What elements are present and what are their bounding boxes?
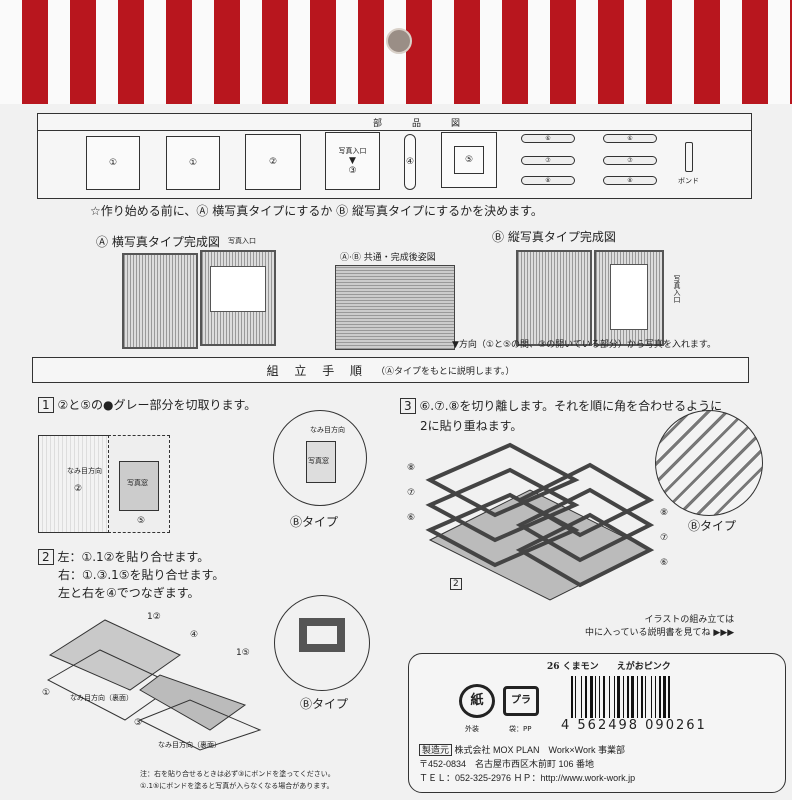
step2-illustration <box>46 619 262 751</box>
step2-text: 2 左：①.1②を貼り合せます。 右：①.③.1⑤を貼り合せます。 左と右を④で… <box>38 548 224 602</box>
barcode-bar <box>663 676 666 718</box>
product-name: 26 くまモン えがおピンク <box>547 662 671 672</box>
barcode-bar <box>626 676 629 718</box>
more-instructions: イラストの組み立ては中に入っている説明書を見てね ▶▶▶ <box>585 615 735 638</box>
barcode-bar <box>655 676 657 718</box>
step3-illustration <box>425 442 655 601</box>
label-7-left: ⑦ <box>407 488 416 498</box>
part-8b: ⑧ <box>603 176 657 185</box>
label-4: ④ <box>190 630 199 640</box>
barcode-bar <box>641 676 643 718</box>
label-8-left: ⑧ <box>407 463 416 473</box>
bond-icon <box>685 142 693 172</box>
type-a-title: Ⓐ 横写真タイプ完成図 <box>96 235 220 249</box>
part-6: ⑥ <box>521 134 575 143</box>
barcode-bar <box>658 676 661 718</box>
maker-info: 製造元 株式会社 MOX PLAN Work×Work 事業部 〒452-083… <box>419 744 636 783</box>
barcode-bar <box>609 676 611 718</box>
label-1-5: 1⑤ <box>236 648 250 658</box>
barcode-bar <box>585 676 588 718</box>
label-1-2: 1② <box>147 612 161 622</box>
label-6-right: ⑥ <box>660 558 669 568</box>
barcode-bar <box>571 676 573 718</box>
label-3: ③ <box>134 718 143 728</box>
part-1b: ① <box>166 136 220 190</box>
step2-b-type-detail <box>274 595 370 691</box>
common-title: Ⓐ·Ⓑ 共通・完成後姿図 <box>340 253 436 263</box>
step1-b-type-label: Ⓑタイプ <box>290 515 339 529</box>
part-1: ① <box>86 136 140 190</box>
part-6b: ⑥ <box>603 134 657 143</box>
step3-b-type-label: Ⓑタイプ <box>688 519 737 533</box>
label-6-left: ⑥ <box>407 513 416 523</box>
type-a-left-panel <box>122 253 198 349</box>
plastic-label: 袋：PP <box>509 725 532 733</box>
paper-label: 外装 <box>465 725 479 733</box>
label-2-base: 2 <box>450 578 462 590</box>
part-5: ⑤ <box>441 132 497 188</box>
part-7b: ⑦ <box>603 156 657 165</box>
barcode-bar <box>613 676 615 718</box>
step3-text: 3 ⑥.⑦.⑧を切り離します。それを順に角を合わせるように 2に貼り重ねます。 <box>400 396 722 436</box>
grain-back-label-2: なみ目方向（裏面） <box>158 741 221 749</box>
parts-title: 部品図 <box>373 119 461 129</box>
assembly-header: 組 立 手 順 （Ⓐタイプをもとに説明します。） <box>32 357 749 383</box>
step2-notes: 注：右を貼り合せるときは必ず③にボンドを塗ってください。①.1⑤にボンドを塗ると… <box>140 770 335 790</box>
plastic-recycle-icon: プラ <box>503 686 539 716</box>
part-8: ⑧ <box>521 176 575 185</box>
barcode-bar <box>636 676 638 718</box>
photo-insert-note: ▼方向（①と⑤の間、③の開いている部分）から写真を入れます。 <box>452 340 716 350</box>
label-1: ① <box>42 688 51 698</box>
hang-hole <box>386 28 412 54</box>
step2-b-type-label: Ⓑタイプ <box>300 697 349 711</box>
barcode-bar <box>623 676 625 718</box>
parts-diagram: 部品図 ① ① ② 写真入口▼③ ④ ⑤ ⑥ ⑦ ⑧ ⑥ ⑦ ⑧ ボンド <box>37 113 752 199</box>
barcode-bar <box>580 676 582 718</box>
barcode-bar <box>595 676 596 718</box>
barcode-bar <box>575 676 577 718</box>
barcode-bar <box>602 676 605 718</box>
barcode <box>571 676 721 718</box>
intro-text: ☆作り始める前に、Ⓐ 横写真タイプにするか Ⓑ 縦写真タイプにするかを決めます。 <box>90 204 543 218</box>
back-view <box>335 265 455 350</box>
type-b-slot: 写真入口 <box>673 275 681 303</box>
part-7: ⑦ <box>521 156 575 165</box>
barcode-bar <box>599 676 601 718</box>
label-7-right: ⑦ <box>660 533 669 543</box>
part-2: ② <box>245 134 301 190</box>
type-b-right-panel <box>594 250 664 346</box>
barcode-bar <box>589 676 593 718</box>
product-info-box: 26 くまモン えがおピンク 紙 外装 プラ 袋：PP 4 562498 090… <box>408 653 786 793</box>
bond-label: ボンド <box>678 177 699 185</box>
step3-b-type-detail <box>655 410 763 516</box>
label-8-right: ⑧ <box>660 508 669 518</box>
step1-b-type-detail: なみ目方向 写真窓 <box>273 410 367 506</box>
barcode-bar <box>631 676 635 718</box>
type-a-slot: 写真入口 <box>228 237 256 245</box>
type-a-right-panel <box>200 250 276 346</box>
panel-1-5 <box>139 674 247 731</box>
barcode-bar <box>617 676 620 718</box>
paper-recycle-icon: 紙 <box>459 684 495 718</box>
grain-back-label: なみ目方向（裏面） <box>70 694 133 702</box>
part-4: ④ <box>404 134 416 190</box>
barcode-number: 4 562498 090261 <box>561 718 707 733</box>
part-3: 写真入口▼③ <box>325 132 380 190</box>
barcode-bar <box>668 676 671 718</box>
panel-3 <box>138 699 262 751</box>
barcode-bar <box>650 676 652 718</box>
barcode-bar <box>645 676 647 718</box>
type-b-title: Ⓑ 縦写真タイプ完成図 <box>492 230 616 244</box>
step1-text: 1 ②と⑤の●グレー部分を切取ります。 <box>38 396 256 413</box>
type-b-left-panel <box>516 250 592 346</box>
